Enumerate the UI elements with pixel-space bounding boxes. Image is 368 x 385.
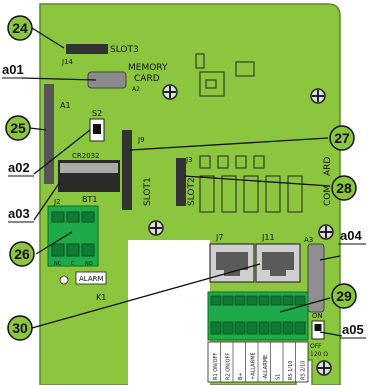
slot2-label: SLOT2 bbox=[187, 177, 197, 206]
mounting-hole-3 bbox=[148, 220, 164, 236]
callout-25-number: 25 bbox=[10, 120, 26, 136]
ref-a02-text: a02 bbox=[8, 160, 30, 175]
ref-a04-text: a04 bbox=[340, 228, 362, 243]
a3-label: A3 bbox=[304, 236, 313, 244]
leader-lines bbox=[21, 27, 343, 337]
callout-24: 24 bbox=[7, 15, 33, 41]
j7-label: J7 bbox=[215, 233, 223, 242]
j3-label: J3 bbox=[185, 156, 193, 164]
slot1-label: SLOT1 bbox=[143, 177, 153, 206]
alarm-led bbox=[59, 275, 69, 285]
terminal-label-5: -ALLARME bbox=[263, 355, 269, 380]
callout-27: 27 bbox=[329, 125, 355, 151]
a1-label: A1 bbox=[60, 101, 71, 110]
alarm-label-box bbox=[75, 271, 107, 285]
callout-26: 26 bbox=[9, 241, 35, 267]
callout-30: 30 bbox=[7, 315, 33, 341]
component-outlines-top bbox=[195, 53, 255, 97]
com-card-outlines bbox=[199, 155, 303, 213]
termination-switch-knob bbox=[314, 324, 322, 331]
board-cutout bbox=[128, 240, 210, 385]
ref-a04: a04 bbox=[338, 228, 366, 245]
ref-a05-text: a05 bbox=[342, 322, 364, 337]
s2-switch-knob bbox=[93, 124, 101, 134]
slot1-connector bbox=[122, 130, 132, 210]
callout-24-number: 24 bbox=[12, 20, 28, 36]
ref-a01: a01 bbox=[2, 62, 26, 79]
ref-a03-text: a03 bbox=[8, 206, 30, 221]
ref-a02: a02 bbox=[8, 160, 34, 177]
slot2-connector bbox=[176, 158, 186, 206]
callout-27-number: 27 bbox=[334, 130, 350, 146]
ref-a03: a03 bbox=[8, 206, 34, 223]
nc-label: NC bbox=[54, 261, 62, 267]
alarm-label: ALARM bbox=[79, 275, 104, 283]
callout-28-number: 28 bbox=[336, 180, 352, 196]
on-label: ON bbox=[312, 312, 323, 320]
terminal-label-6: S1 bbox=[276, 374, 282, 380]
callout-29-number: 29 bbox=[336, 288, 352, 304]
mounting-hole-5 bbox=[316, 360, 332, 376]
callout-26-number: 26 bbox=[14, 246, 30, 262]
a1-connector bbox=[44, 84, 54, 184]
terminal-label-7: RS 1/10 bbox=[288, 361, 294, 380]
memory-label: MEMORY bbox=[128, 63, 168, 73]
terminal-legend-dividers bbox=[220, 342, 296, 382]
terminal-legend-labels: R1 ON/OFF R2 ON/OFF B+ +ALLARME -ALLARME… bbox=[213, 352, 307, 380]
j14-label: J14 bbox=[61, 58, 74, 66]
ard-label: ARD bbox=[323, 157, 333, 176]
mounting-hole-4 bbox=[318, 224, 334, 240]
callout-29: 29 bbox=[331, 283, 357, 309]
battery-cell bbox=[60, 163, 118, 173]
j2-label: J2 bbox=[53, 198, 61, 206]
j9-label: J9 bbox=[137, 136, 145, 144]
no-label: NO bbox=[85, 261, 93, 267]
slot3-connector bbox=[66, 44, 108, 54]
bt1-label: BT1 bbox=[82, 195, 97, 204]
a2-label: A2 bbox=[132, 86, 140, 93]
mounting-hole-1 bbox=[162, 84, 178, 100]
callout-30-number: 30 bbox=[12, 320, 28, 336]
terminal-label-2: R2 ON/OFF bbox=[226, 353, 232, 380]
ref-a01-text: a01 bbox=[2, 62, 24, 77]
ref-a05: a05 bbox=[340, 322, 366, 339]
c-label: C bbox=[71, 261, 75, 267]
cr2032-label: CR2032 bbox=[72, 152, 100, 160]
com-label: COM bbox=[323, 185, 333, 206]
callout-28: 28 bbox=[331, 175, 357, 201]
a3-connector bbox=[307, 243, 325, 313]
j11-label: J11 bbox=[261, 233, 275, 242]
main-terminal-screws bbox=[210, 295, 306, 335]
k1-label: K1 bbox=[96, 293, 106, 302]
ohm-label: 120 Ω bbox=[310, 351, 328, 358]
terminal-label-3: B+ bbox=[238, 372, 244, 380]
mounting-hole-2 bbox=[310, 88, 326, 104]
rj45-jack-j11 bbox=[255, 243, 301, 283]
slot3-label: SLOT3 bbox=[110, 45, 139, 55]
callout-25: 25 bbox=[5, 115, 31, 141]
s2-label: S2 bbox=[92, 109, 102, 118]
terminal-label-8: RS 2/10 bbox=[301, 361, 307, 380]
terminal-label-1: R1 ON/OFF bbox=[213, 353, 219, 380]
off-label: OFF bbox=[310, 343, 322, 350]
card-label: CARD bbox=[134, 74, 160, 84]
alarm-terminal-screws bbox=[51, 211, 95, 257]
terminal-label-4: +ALLARME bbox=[251, 352, 257, 380]
